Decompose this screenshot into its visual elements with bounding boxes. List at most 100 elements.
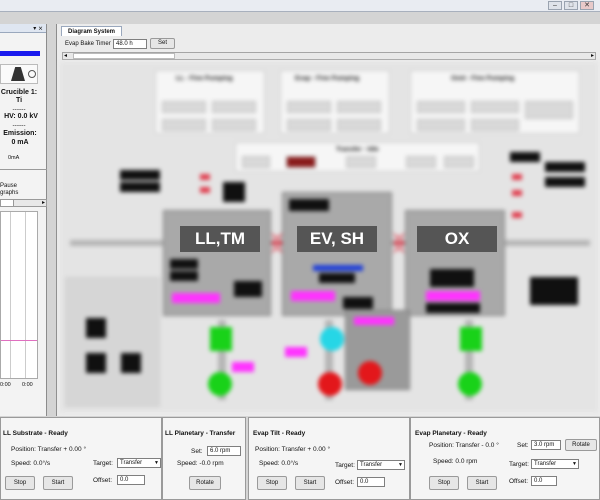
transfer-button[interactable] xyxy=(444,156,474,168)
valve-icon[interactable] xyxy=(512,212,522,218)
evap-planetary-set-input[interactable]: 3.0 rpm xyxy=(531,440,561,450)
evap-planetary-position: Position: Transfer - 0.0 ° xyxy=(429,442,499,449)
ll-planetary-set-input[interactable]: 6.0 rpm xyxy=(207,446,241,456)
panel-pin-icon[interactable]: ▾ ⨯ xyxy=(33,26,43,32)
pump-status-icon xyxy=(208,372,232,396)
pump-status-icon xyxy=(318,372,342,396)
gate-valve-icon[interactable] xyxy=(393,232,405,254)
pause-graphs-label-2: graphs xyxy=(0,190,19,196)
maximize-button[interactable]: □ xyxy=(564,1,578,10)
set-label: Set: xyxy=(191,448,203,455)
tab-diagram-system[interactable]: Diagram System xyxy=(61,26,123,36)
transfer-button[interactable] xyxy=(242,156,270,168)
set-bake-button[interactable]: Set xyxy=(150,38,175,49)
evap-tilt-panel: Evap Tilt - Ready Position: Transfer + 0… xyxy=(248,417,410,500)
group-title: Oxid - Fine Pumping xyxy=(451,75,515,82)
group-button[interactable] xyxy=(337,101,381,113)
transfer-button[interactable] xyxy=(346,156,376,168)
group-button[interactable] xyxy=(471,101,519,113)
select-value: Transfer xyxy=(360,462,383,468)
window-title-bar: – □ ✕ xyxy=(0,0,600,12)
ll-substrate-start-button[interactable]: Start xyxy=(43,476,73,490)
scrollbar-thumb[interactable] xyxy=(73,53,175,59)
group-button[interactable] xyxy=(471,119,519,131)
evap-tilt-offset-input[interactable]: 0.0 xyxy=(357,477,385,487)
group-button[interactable] xyxy=(287,119,331,131)
evap-tilt-position: Position: Transfer + 0.00 ° xyxy=(255,446,331,453)
transfer-group: Transfer - Idle xyxy=(235,142,480,172)
group-button[interactable] xyxy=(525,101,573,119)
blue-status-bar xyxy=(0,51,40,56)
evap-planetary-offset-input[interactable]: 0.0 xyxy=(531,476,557,486)
valve-icon[interactable] xyxy=(512,174,522,180)
ll-substrate-speed: Speed: 0.0°/s xyxy=(11,460,51,467)
ll-substrate-offset-input[interactable]: 0.0 xyxy=(117,475,145,485)
chevron-down-icon: ▼ xyxy=(154,460,159,466)
group-button[interactable] xyxy=(162,119,206,131)
chevron-down-icon: ▼ xyxy=(572,461,577,467)
valve-icon[interactable] xyxy=(200,187,210,193)
pipe xyxy=(325,320,333,400)
scrollbar-thumb[interactable] xyxy=(1,200,14,206)
group-button[interactable] xyxy=(417,101,465,113)
transfer-title: Transfer - Idle xyxy=(336,146,379,153)
ev-sh-chamber[interactable] xyxy=(282,192,392,316)
ll-pumping-group: LL - Fine Pumping xyxy=(155,70,265,134)
group-button[interactable] xyxy=(287,101,331,113)
side-control-group xyxy=(65,277,160,407)
scroll-right-icon[interactable]: ▸ xyxy=(41,200,45,206)
chevron-down-icon: ▼ xyxy=(398,462,403,468)
scroll-left-icon[interactable]: ◂ xyxy=(64,53,68,59)
crucible-widget[interactable] xyxy=(0,64,38,84)
group-title: LL - Fine Pumping xyxy=(176,75,233,82)
evap-tilt-speed: Speed: 0.0°/s xyxy=(259,460,299,467)
sub-chamber[interactable] xyxy=(345,310,410,390)
chamber-label-ox: OX xyxy=(417,226,497,252)
bake-timer-label: Evap Bake Timer xyxy=(65,41,111,47)
evap-planetary-target-select[interactable]: Transfer▼ xyxy=(531,459,579,469)
minimize-button[interactable]: – xyxy=(548,1,562,10)
ll-substrate-title: LL Substrate - Ready xyxy=(3,430,68,437)
evap-planetary-title: Evap Planetary - Ready xyxy=(415,430,487,437)
evap-pumping-group: Evap - Fine Pumping xyxy=(280,70,390,134)
graph-axis-label: 0:00 xyxy=(22,382,33,388)
ll-substrate-target-select[interactable]: Transfer▼ xyxy=(117,458,161,468)
pause-graphs-label: Pause xyxy=(0,183,18,189)
evap-tilt-target-select[interactable]: Transfer ▼ xyxy=(357,460,405,470)
group-button[interactable] xyxy=(212,101,256,113)
ll-planetary-title: LL Planetary - Transfer xyxy=(165,430,236,437)
evap-tilt-start-button[interactable]: Start xyxy=(295,476,325,490)
group-button[interactable] xyxy=(337,119,381,131)
evap-tilt-title: Evap Tilt - Ready xyxy=(253,430,306,437)
scroll-right-icon[interactable]: ▸ xyxy=(590,53,594,59)
pump-icon[interactable] xyxy=(320,327,344,351)
transfer-active-button[interactable] xyxy=(286,156,316,168)
valve-icon[interactable] xyxy=(512,190,522,196)
evap-planetary-speed: Speed: 0.0 rpm xyxy=(433,458,478,465)
set-label: Set: xyxy=(517,442,529,449)
diagram-scrollbar[interactable]: ◂ ▸ xyxy=(62,52,596,60)
emission-value: 0 mA xyxy=(11,139,29,146)
ll-substrate-stop-button[interactable]: Stop xyxy=(5,476,35,490)
close-button[interactable]: ✕ xyxy=(580,1,594,10)
graph-scrollbar[interactable]: ▸ xyxy=(0,199,47,207)
target-label: Target: xyxy=(93,460,113,467)
valve-icon[interactable] xyxy=(200,174,210,180)
chamber-label-ev-sh: EV, SH xyxy=(297,226,377,252)
transfer-button[interactable] xyxy=(406,156,436,168)
group-button[interactable] xyxy=(162,101,206,113)
crucible-material: Ti xyxy=(15,97,23,104)
pump-icon[interactable] xyxy=(210,327,232,351)
evap-planetary-rotate-button[interactable]: Rotate xyxy=(565,439,597,451)
evap-tilt-stop-button[interactable]: Stop xyxy=(257,476,287,490)
evap-planetary-stop-button[interactable]: Stop xyxy=(429,476,459,490)
gate-valve-icon[interactable] xyxy=(271,232,283,254)
bake-timer-input[interactable]: 48.0 h xyxy=(113,39,147,49)
left-panel-title-bar: ▾ ⨯ xyxy=(0,24,46,33)
crucible-label: Crucible 1: xyxy=(0,89,38,96)
group-button[interactable] xyxy=(212,119,256,131)
group-button[interactable] xyxy=(417,119,465,131)
evap-planetary-start-button[interactable]: Start xyxy=(467,476,497,490)
ll-planetary-rotate-button[interactable]: Rotate xyxy=(189,476,221,490)
pump-icon[interactable] xyxy=(460,327,482,351)
